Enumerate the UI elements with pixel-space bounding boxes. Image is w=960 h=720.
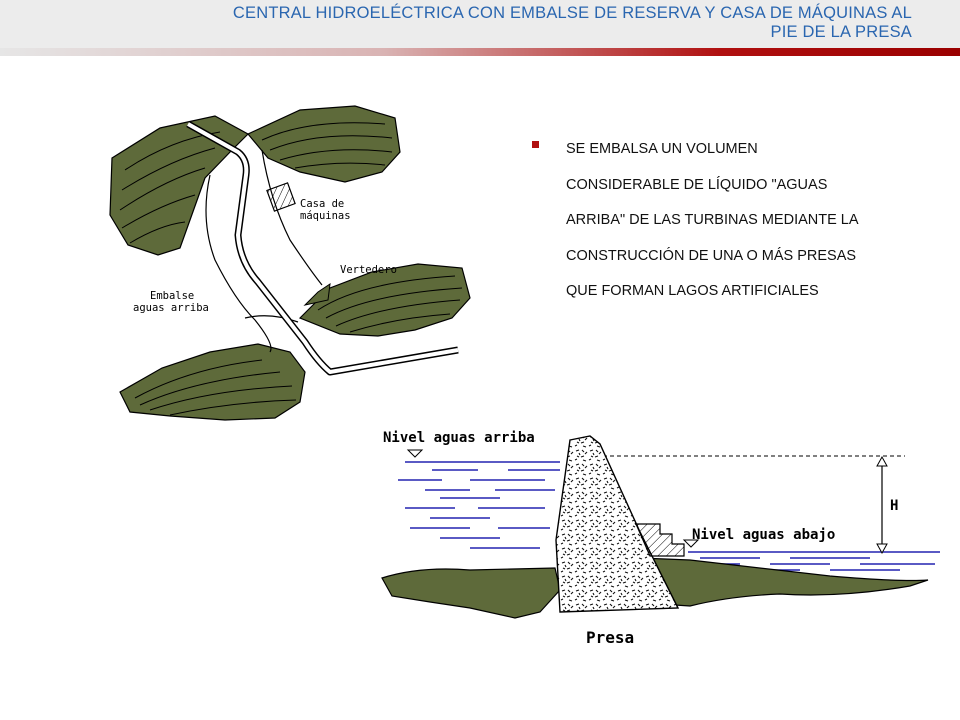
- slide-title-line-1: CENTRAL HIDROELÉCTRICA CON EMBALSE DE RE…: [232, 4, 912, 22]
- bullet-line-4: CONSTRUCCIÓN DE UNA O MÁS PRESAS: [566, 247, 857, 264]
- downstream-level-marker: [682, 539, 700, 548]
- slide-title: CENTRAL HIDROELÉCTRICA CON EMBALSE DE RE…: [92, 4, 912, 42]
- label-spillway: Vertedero: [340, 264, 397, 276]
- label-reservoir-1: Embalse: [150, 290, 194, 302]
- bullet-line-5: QUE FORMAN LAGOS ARTIFICIALES: [566, 283, 819, 299]
- label-reservoir-2: aguas arriba: [133, 302, 209, 314]
- section-view-diagram: Nivel aguas arriba Nivel aguas abajo H P…: [381, 430, 940, 647]
- title-bar: [0, 0, 960, 48]
- bullet-marker-icon: [532, 141, 539, 148]
- label-dam: Presa: [586, 628, 634, 647]
- powerhouse-steps: [635, 523, 685, 557]
- label-powerhouse-2: máquinas: [300, 210, 351, 222]
- bullet-line-1: SE EMBALSA UN VOLUMEN: [566, 141, 758, 157]
- dam-body: [555, 435, 680, 613]
- bullet-line-3: ARRIBA" DE LAS TURBINAS MEDIANTE LA: [566, 212, 859, 228]
- label-head: H: [890, 498, 898, 514]
- terrain-upper-right: [247, 105, 401, 183]
- bullet-point: SE EMBALSA UN VOLUMEN CONSIDERABLE DE LÍ…: [532, 132, 912, 310]
- slide-title-line-2: PIE DE LA PRESA: [770, 23, 912, 41]
- upstream-level-marker: [406, 449, 424, 458]
- label-downstream-level: Nivel aguas abajo: [692, 527, 835, 543]
- upstream-water: [398, 461, 560, 549]
- terrain-middle-right: [298, 263, 471, 337]
- powerhouse-icon: [266, 182, 296, 212]
- bullet-text: SE EMBALSA UN VOLUMEN CONSIDERABLE DE LÍ…: [566, 132, 912, 310]
- ground-terrain: [381, 567, 561, 619]
- bullet-line-2: CONSIDERABLE DE LÍQUIDO "AGUAS: [566, 176, 828, 193]
- title-accent-bar: [0, 48, 960, 56]
- plan-view-diagram: Casa de máquinas Vertedero Embalse aguas…: [109, 105, 471, 421]
- label-powerhouse-1: Casa de: [300, 198, 344, 210]
- label-upstream-level: Nivel aguas arriba: [383, 430, 535, 446]
- terrain-upper-left: [109, 115, 249, 256]
